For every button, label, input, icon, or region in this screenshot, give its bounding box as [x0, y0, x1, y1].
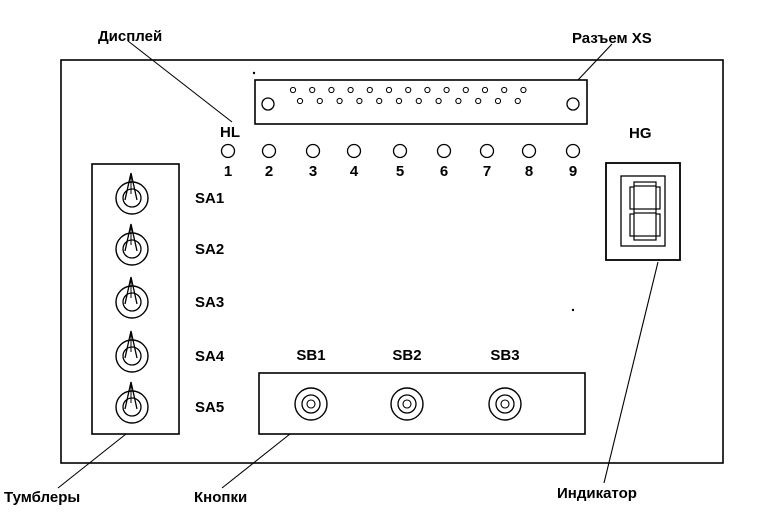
- connector-pin: [316, 97, 323, 105]
- toggles-callout: Тумблеры: [4, 489, 80, 506]
- display-leader: [127, 40, 233, 123]
- toggle-switch-sa3[interactable]: [115, 276, 149, 319]
- led-number: 4: [350, 163, 359, 180]
- panel-outline: [60, 59, 724, 464]
- push-button-sb3[interactable]: [488, 387, 522, 421]
- led-7: [479, 143, 495, 159]
- indicator-window: [620, 175, 666, 247]
- indicator-housing: [605, 162, 681, 261]
- connector-pin: [424, 86, 431, 94]
- led-number: 1: [224, 163, 232, 180]
- buttons-leader: [221, 433, 291, 489]
- indicator-leader: [603, 261, 659, 484]
- button-label: SB3: [490, 347, 519, 364]
- connector-pin: [501, 86, 508, 94]
- button-label: SB1: [296, 347, 325, 364]
- connector-leader: [577, 43, 613, 81]
- led-number: 5: [396, 163, 404, 180]
- toggle-switch-sa5[interactable]: [115, 381, 149, 424]
- led-number: 2: [265, 163, 273, 180]
- led-2: [261, 143, 277, 159]
- button-panel: [258, 372, 586, 435]
- display-callout: Дисплей: [98, 28, 162, 45]
- push-button-sb1[interactable]: [294, 387, 328, 421]
- toggle-panel: [91, 163, 180, 435]
- connector-pin: [376, 97, 383, 105]
- connector-pin: [289, 86, 297, 94]
- connector-pin: [296, 97, 304, 105]
- button-label: SB2: [392, 347, 421, 364]
- connector-pin: [366, 86, 373, 94]
- connector-pin: [435, 97, 442, 105]
- led-9: [565, 143, 581, 159]
- led-5: [392, 143, 408, 159]
- indicator-callout: Индикатор: [557, 485, 637, 502]
- connector-pin: [405, 86, 412, 94]
- connector-pin: [443, 86, 450, 94]
- connector-pin: [328, 86, 335, 94]
- push-button-sb2[interactable]: [390, 387, 424, 421]
- hl-label: HL: [220, 124, 240, 141]
- push-buttons: SB1 SB2 SB3: [294, 347, 522, 421]
- led-6: [436, 143, 452, 159]
- switch-label: SA4: [195, 348, 225, 365]
- led-number: 6: [440, 163, 448, 180]
- speck: [571, 308, 575, 312]
- connector-pin: [481, 86, 489, 94]
- connector-callout: Разъем XS: [572, 30, 652, 47]
- switch-label: SA3: [195, 294, 224, 311]
- connector-pin: [385, 86, 393, 94]
- connector-pin: [415, 97, 422, 105]
- connector-pin: [462, 86, 469, 94]
- led-1: [220, 143, 236, 159]
- speck: [252, 71, 256, 75]
- led-number: 3: [309, 163, 317, 180]
- connector-body: [254, 79, 588, 125]
- connector-mount-hole-right: [566, 97, 580, 111]
- toggle-switch-sa2[interactable]: [115, 223, 149, 266]
- connector-pin: [347, 86, 354, 94]
- buttons-callout: Кнопки: [194, 489, 247, 506]
- connector-pin: [395, 97, 403, 105]
- connector-pin: [520, 86, 527, 94]
- led-number: 9: [569, 163, 577, 180]
- connector-xs: [254, 79, 588, 125]
- toggle-switch-sa1[interactable]: [115, 172, 149, 215]
- switch-label: SA5: [195, 399, 224, 416]
- led-number: 8: [525, 163, 533, 180]
- connector-pins: [289, 86, 527, 105]
- connector-pin: [336, 97, 343, 105]
- led-number: 7: [483, 163, 491, 180]
- toggles-leader: [57, 433, 127, 489]
- switch-label: SA2: [195, 241, 224, 258]
- connector-mount-hole-left: [261, 97, 275, 111]
- connector-pin: [494, 97, 502, 105]
- connector-pin: [455, 97, 462, 105]
- connector-pin: [309, 86, 316, 94]
- led-3: [305, 143, 321, 159]
- led-4: [346, 143, 362, 159]
- connector-pin: [356, 97, 363, 105]
- connector-pin: [514, 97, 521, 105]
- digit-segments: [629, 181, 661, 241]
- connector-pin: [475, 97, 482, 105]
- hg-label: HG: [629, 125, 652, 142]
- switch-label: SA1: [195, 190, 224, 207]
- toggle-switch-sa4[interactable]: [115, 330, 149, 373]
- seven-segment-indicator: [605, 162, 681, 261]
- led-row: 1 2 3 4 5 6 7 8 9: [220, 143, 581, 180]
- led-8: [521, 143, 537, 159]
